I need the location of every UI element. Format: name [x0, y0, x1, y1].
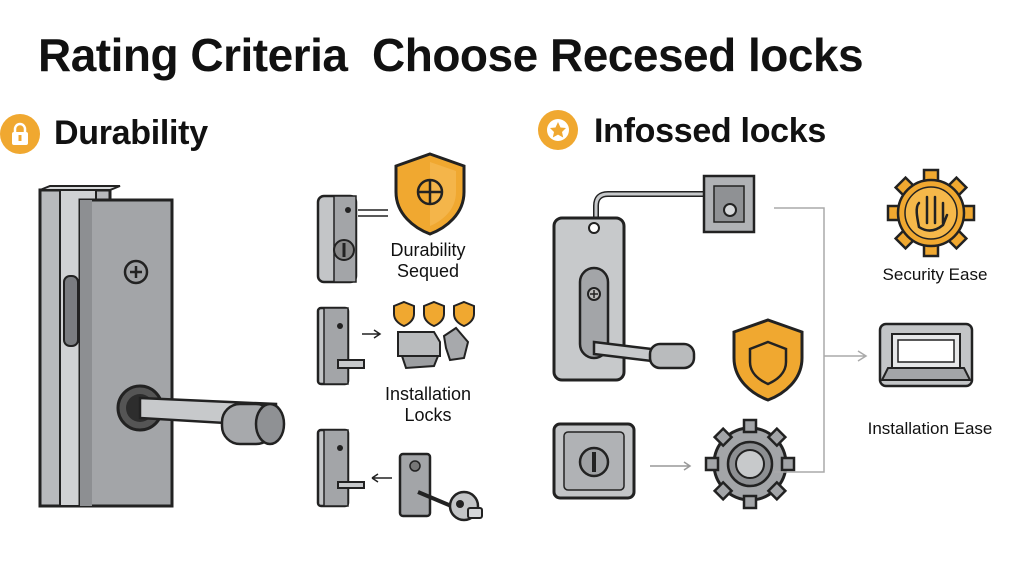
- installation-label-line1: Installation: [384, 384, 472, 404]
- lock-icon: [12, 122, 28, 145]
- small-shields-icon: [393, 300, 475, 328]
- infossed-badge: [538, 110, 578, 150]
- durability-sequed-label: Durability Sequed: [376, 240, 480, 282]
- durability-badge: [0, 114, 40, 154]
- durability-label-line2: Sequed: [396, 261, 460, 281]
- durability-heading: Durability: [54, 114, 208, 152]
- page-title: Rating Criteria Choose Recesed locks: [38, 29, 864, 81]
- small-lock-key: [316, 428, 483, 522]
- durability-label-line1: Durability: [390, 240, 466, 260]
- shield-icon: [394, 152, 466, 236]
- laptop-icon: [878, 322, 974, 388]
- gear-hand-icon: [886, 168, 976, 258]
- lever-lock-illustration: [552, 174, 756, 382]
- installation-ease-label: Installation Ease: [867, 419, 993, 438]
- installation-label-line2: Locks: [404, 405, 452, 425]
- small-lock-handle: [316, 306, 382, 386]
- deadbolt-gear-illustration: [552, 418, 796, 510]
- security-ease-label: Security Ease: [882, 265, 988, 284]
- installation-locks-label: Installation Locks: [372, 384, 484, 426]
- infossed-heading: Infossed locks: [594, 112, 826, 150]
- lock-parts-icon: [397, 326, 470, 370]
- small-lock-plate: [316, 194, 388, 284]
- star-icon: [547, 119, 569, 141]
- connector-lines: [774, 207, 868, 473]
- security-shield-icon: [732, 318, 804, 402]
- recessed-lock-illustration: [38, 185, 286, 508]
